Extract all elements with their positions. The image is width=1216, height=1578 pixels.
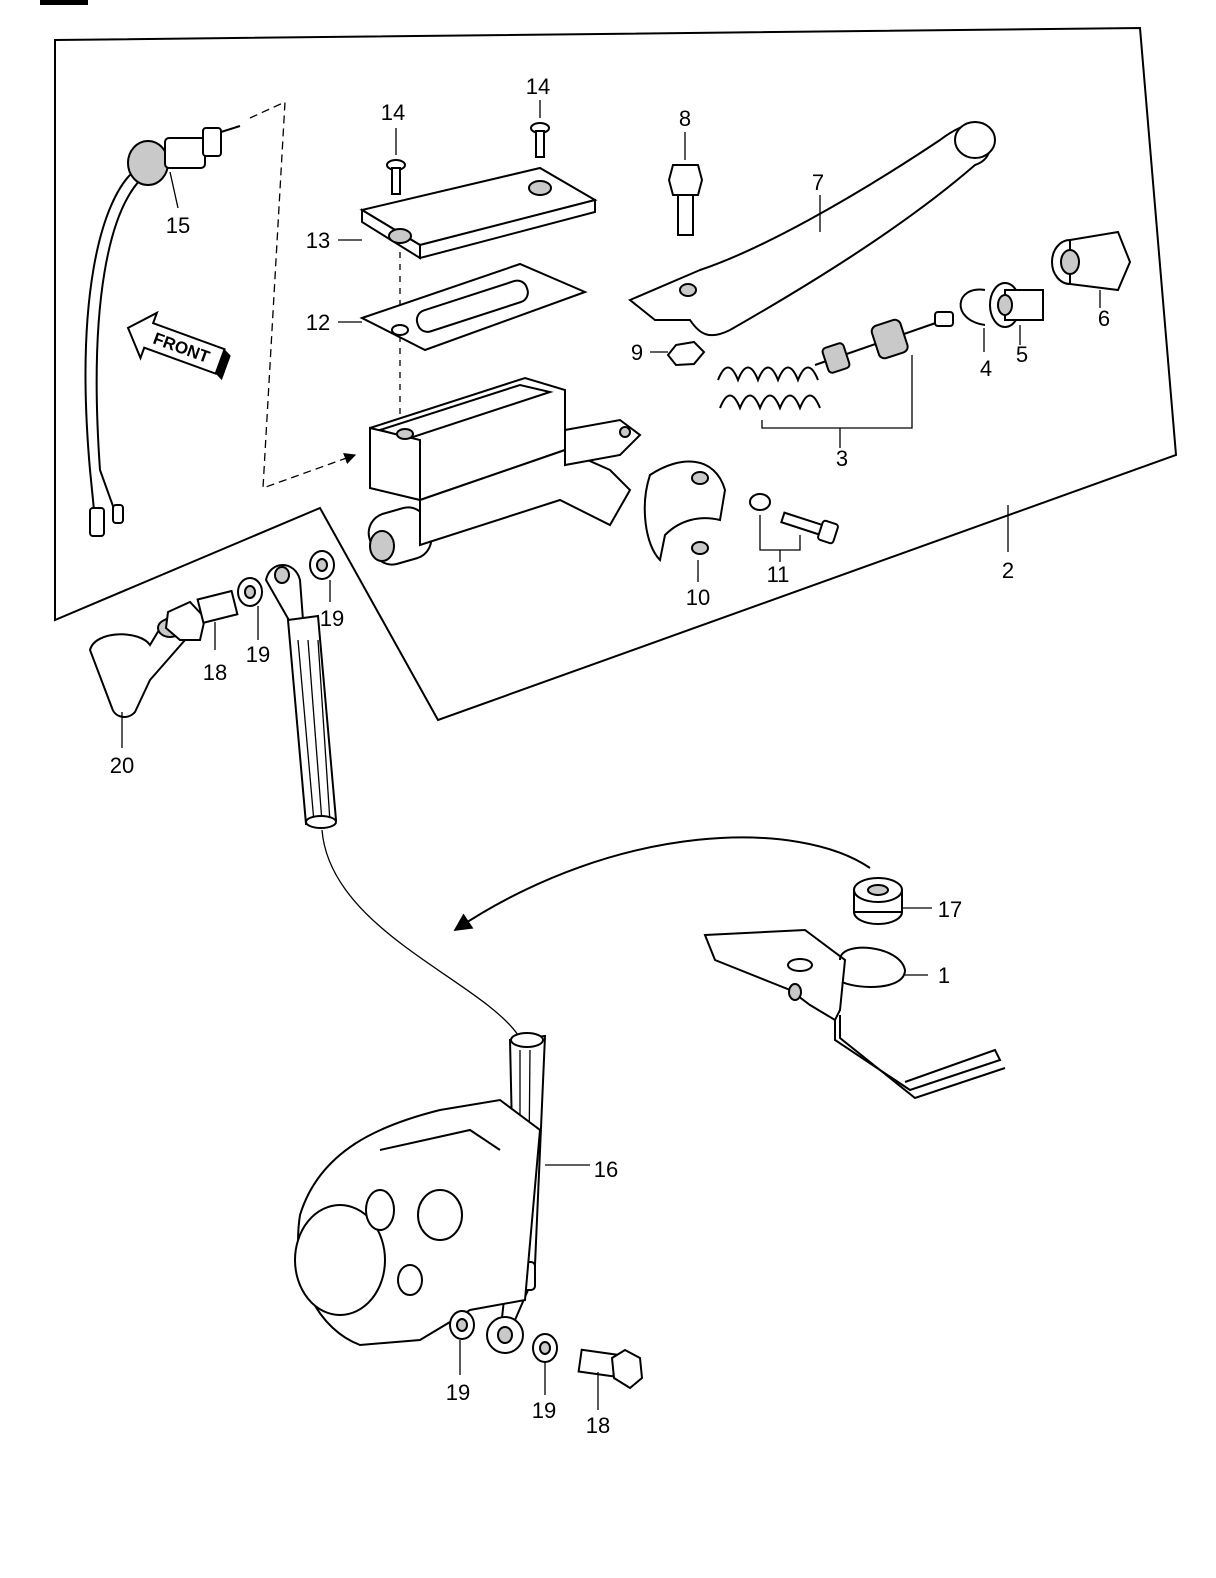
lever-pivot-bolt — [667, 164, 704, 236]
pivot-nut — [666, 340, 706, 367]
label-11: 11 — [767, 562, 790, 587]
label-5: 5 — [1016, 342, 1028, 367]
label-1: 1 — [938, 963, 950, 988]
piston-assembly — [717, 311, 954, 411]
front-arrow-icon: FRONT — [126, 310, 231, 381]
brake-caliper — [294, 1098, 542, 1347]
leader-15 — [169, 171, 179, 209]
brake-light-switch — [84, 125, 241, 537]
label-15: 15 — [166, 213, 190, 238]
label-14-left: 14 — [381, 100, 405, 125]
label-18-lower: 18 — [586, 1413, 610, 1438]
label-7: 7 — [812, 170, 824, 195]
label-3: 3 — [836, 446, 848, 471]
cap-screw-left — [386, 159, 406, 195]
pushrod-end — [1051, 230, 1132, 292]
hose-grommet — [853, 877, 903, 925]
guide-line — [249, 100, 357, 489]
label-19-lower-1: 19 — [446, 1380, 470, 1405]
label-6: 6 — [1098, 306, 1110, 331]
handlebar-clamp — [643, 460, 727, 563]
master-cylinder-body — [367, 376, 642, 566]
washer-upper-1 — [237, 577, 263, 607]
label-4: 4 — [980, 356, 992, 381]
washer-lower-1 — [449, 1310, 475, 1340]
washer-upper-2 — [309, 550, 335, 580]
banjo-bolt-upper — [164, 589, 239, 641]
label-13: 13 — [306, 228, 330, 253]
label-16: 16 — [594, 1157, 618, 1182]
label-17: 17 — [938, 897, 962, 922]
label-19-lower-2: 19 — [532, 1398, 556, 1423]
brake-lever — [628, 121, 996, 337]
clamp-bolt — [749, 493, 839, 545]
label-12: 12 — [306, 310, 330, 335]
label-2: 2 — [1002, 558, 1014, 583]
corner-mark — [40, 0, 88, 5]
routing-arrow — [453, 836, 871, 931]
label-19-upper-2: 19 — [320, 606, 344, 631]
dust-boot — [989, 282, 1044, 328]
assembly-outline — [54, 26, 1178, 722]
brake-hose — [264, 564, 547, 1354]
circlip — [959, 288, 986, 326]
diaphragm — [359, 262, 588, 352]
washer-lower-2 — [532, 1333, 558, 1363]
label-19-upper-1: 19 — [246, 642, 270, 667]
label-8: 8 — [679, 106, 691, 131]
reservoir-cap — [359, 166, 598, 260]
hose-guide-bracket — [703, 928, 1006, 1100]
label-10: 10 — [686, 585, 710, 610]
cap-screw-right — [530, 122, 550, 158]
label-18-upper: 18 — [203, 660, 227, 685]
label-14-right: 14 — [526, 74, 550, 99]
banjo-bolt-lower — [577, 1348, 644, 1390]
label-9: 9 — [631, 340, 643, 365]
label-20: 20 — [110, 753, 134, 778]
leader-3 — [761, 355, 913, 429]
